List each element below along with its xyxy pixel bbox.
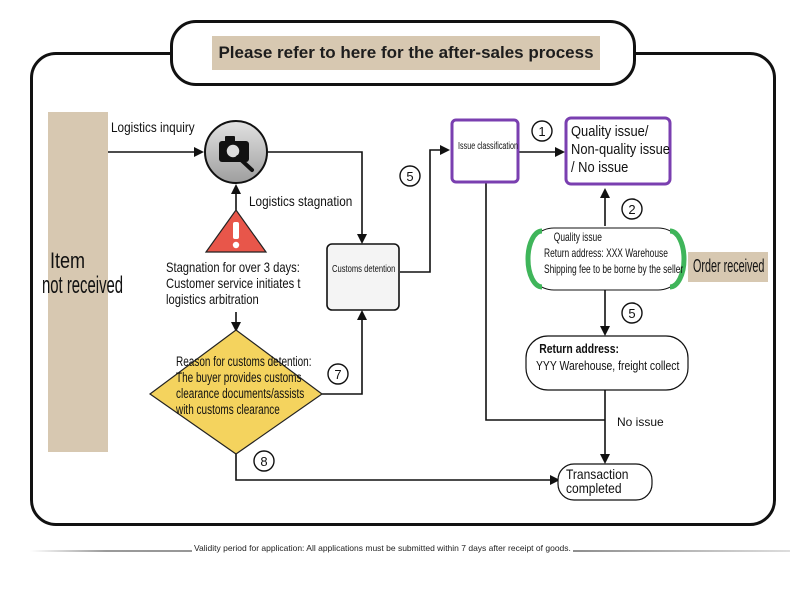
oval-left-accent (525, 228, 543, 290)
footer-note: Validity period for application: All app… (192, 543, 573, 553)
stagnation-note-line2: Customer service initiates t (166, 275, 301, 291)
stagnation-note-line3: logistics arbitration (166, 291, 259, 307)
warning-icon (204, 208, 268, 253)
logistics-stagnation-label: Logistics stagnation (249, 193, 353, 209)
camera-search-icon (204, 120, 268, 184)
line-no-issue (485, 182, 605, 421)
oval-right-accent (669, 228, 687, 290)
transaction-completed-oval (557, 463, 653, 501)
step-7-circle (327, 363, 349, 385)
transaction-completed-line2: completed (566, 480, 622, 496)
step-5b-circle (621, 302, 643, 324)
return-address-text: Return address: YYY Warehouse, freight c… (536, 340, 679, 374)
stagnation-note: Stagnation for over 3 days: Customer ser… (166, 259, 300, 307)
item-label-line1: Item (50, 248, 86, 273)
customs-reason-text: Reason for customs detention: The buyer … (176, 354, 312, 418)
logistics-inquiry-label: Logistics inquiry (111, 119, 195, 135)
step-8-circle (253, 450, 275, 472)
quality-box (564, 116, 672, 186)
no-issue-label: No issue (617, 415, 664, 429)
step-5a-number: 5 (406, 169, 413, 184)
issue-classification-box (450, 118, 520, 184)
customs-reason-line2: The buyer provides customs (176, 370, 302, 385)
customs-detention-box (326, 243, 400, 311)
item-not-received-bar (48, 112, 108, 452)
stagnation-note-line1: Stagnation for over 3 days: (166, 259, 300, 275)
customs-detention-label: Customs detention (332, 264, 396, 275)
customs-reason-line3: clearance documents/assists (176, 386, 305, 401)
transaction-completed-text: Transaction completed (566, 467, 628, 495)
customs-reason-line4: with customs clearance (176, 402, 280, 417)
step-1-circle (531, 120, 553, 142)
step-5a-circle (399, 165, 421, 187)
quality-issue-title: Quality issue (553, 230, 602, 244)
step-8-number: 8 (260, 454, 267, 469)
step-7-number: 7 (334, 367, 341, 382)
quality-box-line3: / No issue (571, 159, 629, 176)
customs-reason-line1: Reason for customs detention: (176, 354, 312, 369)
transaction-completed-line1: Transaction (566, 466, 629, 482)
quality-issue-oval-text: Quality issue Return address: XXX Wareho… (544, 229, 683, 277)
customs-reason-diamond (148, 329, 324, 455)
item-label-line2: not received (42, 272, 124, 299)
quality-box-line1: Quality issue/ (571, 123, 649, 140)
return-address-detail: YYY Warehouse, freight collect (536, 358, 680, 373)
quality-box-text: Quality issue/ Non-quality issue / No is… (571, 123, 670, 177)
arrow-step7 (322, 310, 367, 395)
step-2-number: 2 (628, 202, 635, 217)
step-1-number: 1 (538, 124, 545, 139)
arrow-step5-to-issue (400, 145, 450, 273)
return-address-oval (525, 335, 689, 391)
quality-box-line2: Non-quality issue (571, 141, 670, 158)
quality-issue-return-address: Return address: XXX Warehouse (544, 246, 668, 260)
page-title: Please refer to here for the after-sales… (212, 36, 600, 70)
arrow-step8 (235, 452, 560, 485)
step-2-circle (621, 198, 643, 220)
order-received-label: Order received (693, 256, 765, 276)
quality-issue-shipping-fee: Shipping fee to be borne by the seller (544, 262, 684, 276)
arrow-inquiry-to-customs (268, 151, 367, 244)
step-5b-number: 5 (628, 306, 635, 321)
connectors (108, 145, 610, 485)
order-received-bar (688, 252, 768, 282)
return-address-title: Return address: (539, 341, 619, 356)
issue-classification-label: Issue classification (458, 141, 519, 152)
